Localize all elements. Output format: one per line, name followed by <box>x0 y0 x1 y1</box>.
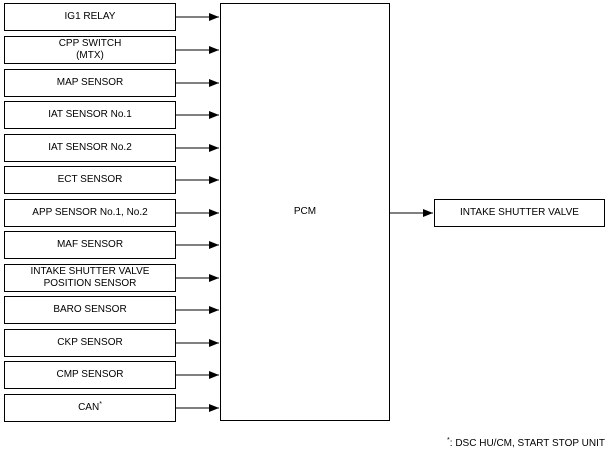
input-label: CMP SENSOR <box>56 369 124 380</box>
output-box-intake-shutter-valve: INTAKE SHUTTER VALVE <box>434 199 605 227</box>
input-label: BARO SENSOR <box>53 304 127 315</box>
input-label: IAT SENSOR No.2 <box>48 142 132 153</box>
input-box-app-sensor: APP SENSOR No.1, No.2 <box>4 199 176 227</box>
footnote-text: : DSC HU/CM, START STOP UNIT <box>449 438 605 449</box>
footnote-marker: * <box>447 437 450 444</box>
input-box-cmp-sensor: CMP SENSOR <box>4 361 176 389</box>
input-box-maf-sensor: MAF SENSOR <box>4 231 176 259</box>
input-box-ckp-sensor: CKP SENSOR <box>4 329 176 357</box>
input-label: CAN* <box>78 401 102 414</box>
input-box-iat-sensor-2: IAT SENSOR No.2 <box>4 134 176 162</box>
input-box-iat-sensor-1: IAT SENSOR No.1 <box>4 101 176 129</box>
input-label: IAT SENSOR No.1 <box>48 109 132 120</box>
input-label: APP SENSOR No.1, No.2 <box>32 207 148 218</box>
input-box-map-sensor: MAP SENSOR <box>4 69 176 97</box>
footnote: *: DSC HU/CM, START STOP UNIT <box>447 437 605 450</box>
input-label: CPP SWITCH (MTX) <box>58 38 122 61</box>
can-label-text: CAN <box>78 402 100 413</box>
input-label: INTAKE SHUTTER VALVE POSITION SENSOR <box>30 266 150 289</box>
input-box-baro-sensor: BARO SENSOR <box>4 296 176 324</box>
input-box-ect-sensor: ECT SENSOR <box>4 166 176 194</box>
can-footnote-marker: * <box>99 401 102 408</box>
input-label: ECT SENSOR <box>57 174 123 185</box>
input-box-intake-shutter-position: INTAKE SHUTTER VALVE POSITION SENSOR <box>4 264 176 292</box>
input-box-can: CAN* <box>4 394 176 422</box>
input-label: IG1 RELAY <box>64 11 116 22</box>
input-label: MAF SENSOR <box>56 239 124 250</box>
input-label: MAP SENSOR <box>56 77 124 88</box>
input-label: CKP SENSOR <box>57 337 123 348</box>
input-box-ig1-relay: IG1 RELAY <box>4 3 176 31</box>
pcm-label: PCM <box>293 206 317 217</box>
pcm-box: PCM <box>220 3 390 421</box>
input-box-cpp-switch: CPP SWITCH (MTX) <box>4 36 176 64</box>
output-label: INTAKE SHUTTER VALVE <box>460 207 579 218</box>
